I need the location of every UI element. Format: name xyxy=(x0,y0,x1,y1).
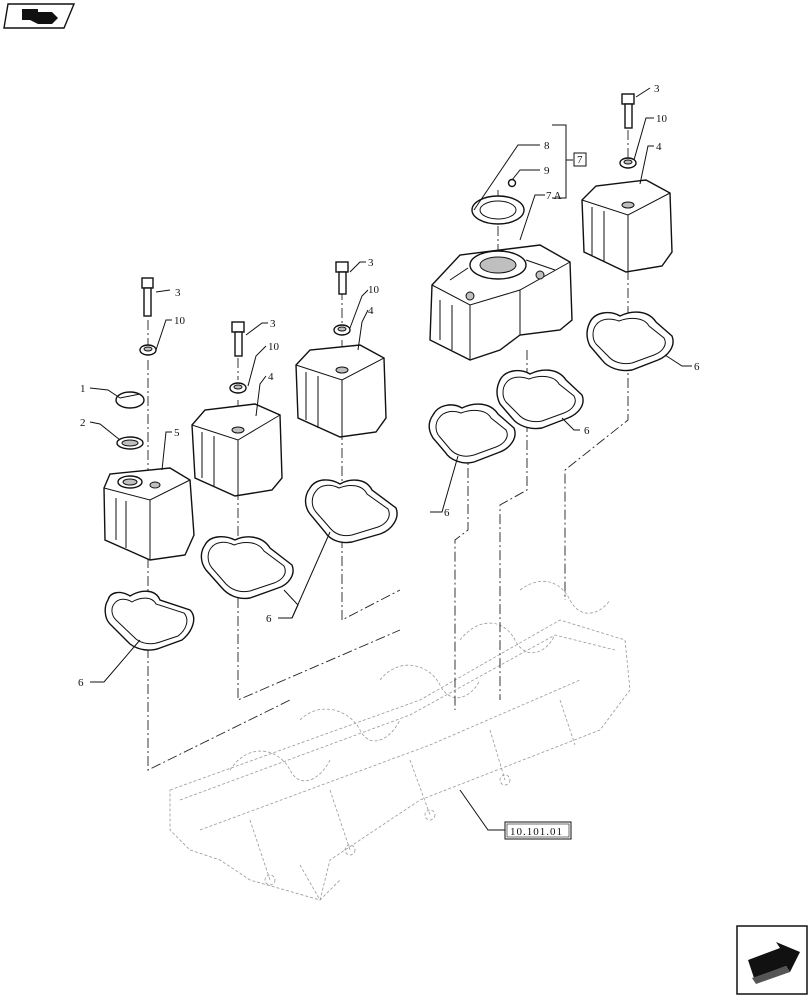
cover-group-c xyxy=(295,261,398,544)
oil-cap xyxy=(115,391,145,409)
gasket-f xyxy=(586,311,674,372)
callout-gasket-e: 6 xyxy=(584,425,590,437)
cylinder-head xyxy=(169,581,631,901)
cover-group-d xyxy=(428,178,584,464)
cover-group-b xyxy=(191,321,294,600)
callout-labels: 1 2 3 10 5 6 3 10 4 6 3 10 4 6 6 6 8 9 7… xyxy=(78,83,700,689)
callout-spacer-c: 10 xyxy=(368,284,380,296)
cover-c xyxy=(295,344,387,438)
screw-b xyxy=(231,321,245,357)
gasket-b xyxy=(200,536,294,600)
callout-oil-cap: 1 xyxy=(80,383,86,395)
callout-cover-b: 4 xyxy=(268,371,274,383)
leader-lines xyxy=(89,87,692,831)
cover-group-a xyxy=(103,277,195,651)
callout-screw-a: 3 xyxy=(175,287,181,299)
screw-a xyxy=(141,277,154,317)
gasket-c xyxy=(304,479,398,544)
callout-screw-f: 3 xyxy=(654,83,660,95)
gasket-d xyxy=(428,403,516,464)
breather-screw xyxy=(507,178,517,188)
kit-reference-box: 7 xyxy=(573,152,587,167)
reference-box[interactable]: 10.101.01 xyxy=(504,821,572,840)
callout-gasket-d: 6 xyxy=(444,507,450,519)
callout-breather-cover: 7 A xyxy=(546,190,562,202)
callout-cover-fill: 5 xyxy=(174,427,180,439)
callout-spacer-f: 10 xyxy=(656,113,668,125)
cover-fill xyxy=(103,467,195,561)
screw-c xyxy=(335,261,349,295)
callout-cover-f: 4 xyxy=(656,141,662,153)
callout-spacer-b: 10 xyxy=(268,341,280,353)
breather-cover xyxy=(429,244,573,361)
cover-f xyxy=(581,179,673,273)
callout-breather-seal: 8 xyxy=(544,140,550,152)
next-page-arrow-icon[interactable] xyxy=(736,925,808,995)
callout-gasket-a: 6 xyxy=(78,677,84,689)
gasket-e xyxy=(496,369,584,430)
callout-oil-cap-seal: 2 xyxy=(80,417,86,429)
breather-seal xyxy=(471,195,525,225)
reference-box-label: 10.101.01 xyxy=(510,826,563,838)
cover-b xyxy=(191,403,283,497)
book-arrow-icon[interactable] xyxy=(3,3,76,29)
callout-gasket-f: 6 xyxy=(694,361,700,373)
callout-screw-b: 3 xyxy=(270,318,276,330)
callout-spacer-a: 10 xyxy=(174,315,186,327)
callout-gasket-bc: 6 xyxy=(266,613,272,625)
gasket-a xyxy=(104,590,195,651)
callout-cover-c: 4 xyxy=(368,305,374,317)
cover-group-f xyxy=(581,93,674,372)
screw-f xyxy=(621,93,635,129)
callout-breather-screw: 9 xyxy=(544,165,550,177)
callout-screw-c: 3 xyxy=(368,257,374,269)
callout-kit: 7 xyxy=(577,154,583,166)
